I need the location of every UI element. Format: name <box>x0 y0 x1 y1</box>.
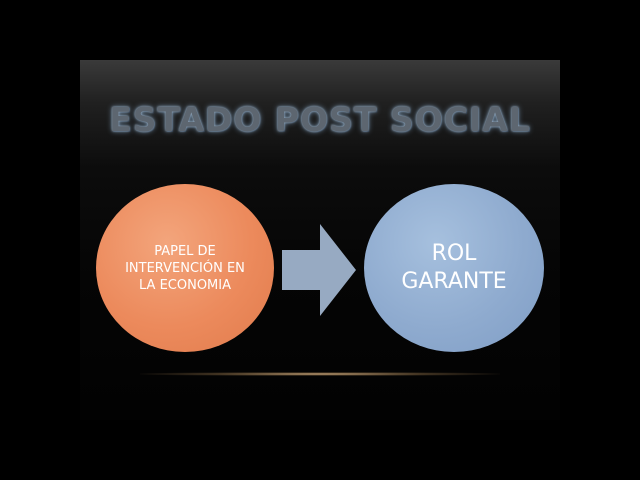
right-arrow-icon <box>282 224 356 316</box>
slide-title: ESTADO POST SOCIAL <box>109 100 531 139</box>
left-node: PAPEL DE INTERVENCIÓN EN LA ECONOMIA <box>96 184 274 352</box>
right-node: ROL GARANTE <box>364 184 544 352</box>
left-node-label: PAPEL DE INTERVENCIÓN EN LA ECONOMIA <box>125 243 245 293</box>
arrow-shape <box>282 224 356 316</box>
slide: ESTADO POST SOCIAL PAPEL DE INTERVENCIÓN… <box>80 60 560 420</box>
right-node-label: ROL GARANTE <box>401 241 507 294</box>
glow-divider <box>140 372 500 376</box>
